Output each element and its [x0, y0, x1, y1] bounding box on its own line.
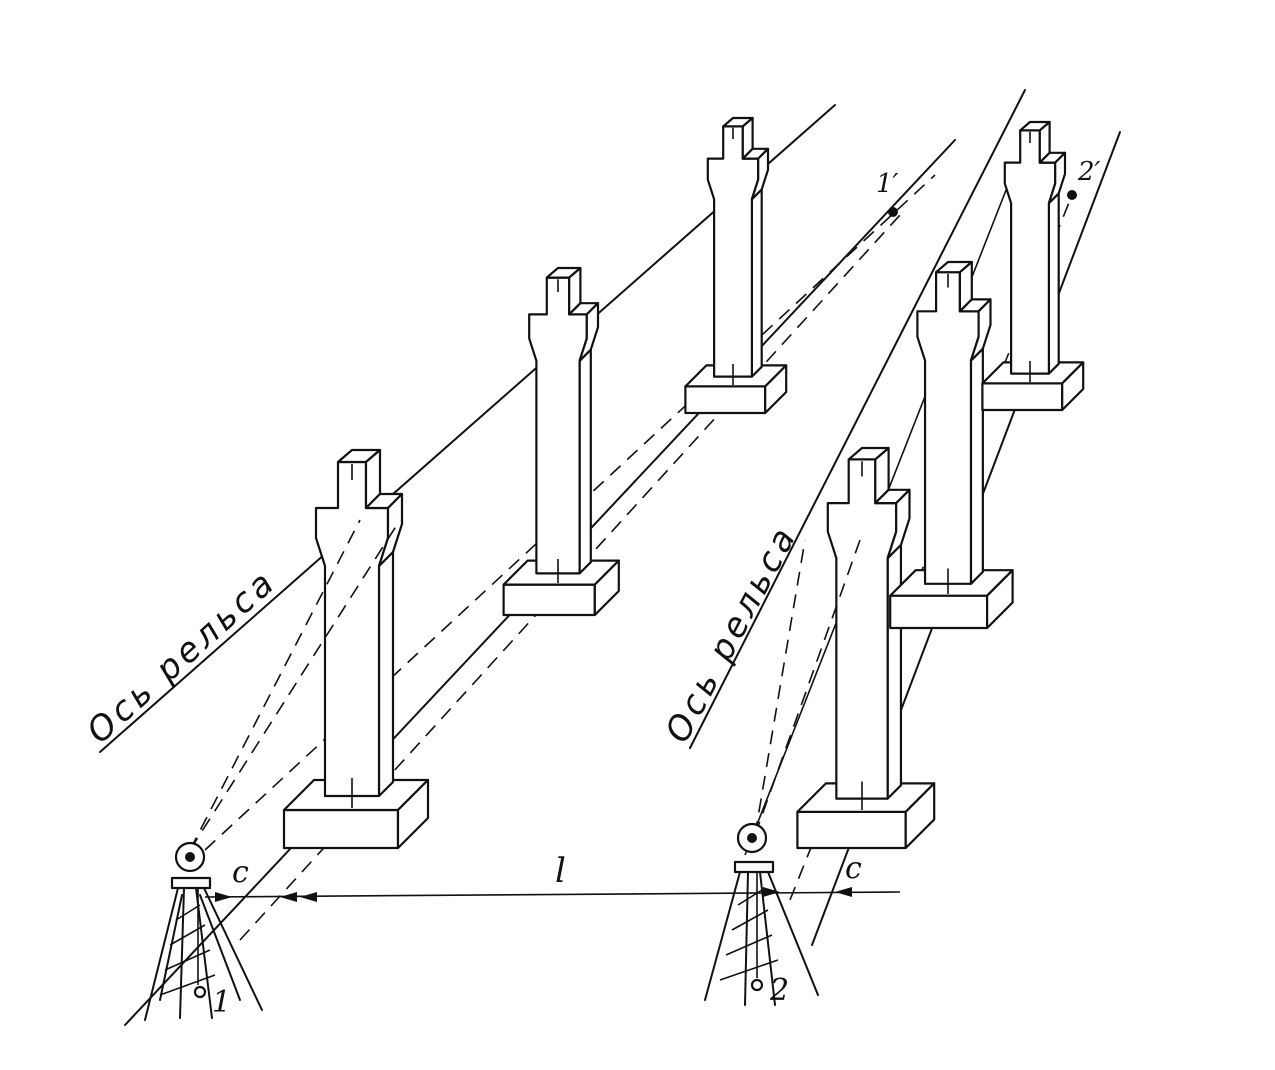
column-3-footing-side [764, 364, 788, 415]
column-6-arm-side [1047, 151, 1067, 205]
tripod-1-hatching [159, 904, 216, 996]
point-1-marker [193, 985, 207, 999]
instrument-2 [704, 822, 819, 1006]
tripod-2-hatching [719, 889, 779, 981]
column-5-shaft-side [969, 347, 984, 585]
column-2-shaft-side [578, 348, 592, 575]
column-4-arm-side [886, 488, 911, 560]
right-rail-axis-line [689, 89, 1026, 749]
instrument-1 [144, 841, 263, 1021]
column-3-footing-front [684, 385, 767, 415]
dimension-l-line [204, 891, 901, 898]
point-1p-label: 1′ [876, 169, 899, 199]
column-5-arm-side [969, 298, 992, 362]
rail-axis-right-label: Ось рельса [658, 518, 806, 749]
column-6-footing-side [1061, 361, 1085, 412]
column-3-shaft-side [750, 188, 763, 378]
tripod-2-legs [704, 871, 819, 1006]
column-3-body [706, 125, 760, 378]
column-6-shaft-side [1047, 192, 1060, 375]
point-2p-dot [1067, 190, 1077, 200]
arrow-c-left-1 [215, 892, 232, 902]
instrument-rays [189, 519, 861, 851]
point-1p-dot [888, 207, 898, 217]
column-6-footing-front [981, 382, 1064, 412]
column-1-shaft-side [377, 550, 395, 798]
column-1-footing-side [396, 778, 430, 850]
column-1-body [314, 460, 390, 798]
left-rail-axis-line [99, 104, 836, 753]
column-1-footing-front [282, 808, 400, 850]
ray-1b [189, 519, 401, 851]
column-2-body [528, 276, 588, 575]
ray-2a [754, 539, 806, 836]
dimension-l-label: l [555, 851, 566, 891]
arrow-l-right [763, 887, 780, 897]
column-2-arm-side [578, 302, 600, 362]
ray-1a [189, 519, 361, 851]
column-6-body [1003, 129, 1057, 375]
tripod-1-legs [144, 887, 263, 1021]
point-2-label: 2 [769, 973, 789, 1008]
dimension-l [204, 887, 901, 902]
column-4-body [826, 458, 898, 800]
column-4-shaft-side [886, 543, 903, 800]
arrow-c-right [835, 887, 852, 897]
column-4-footing-front [796, 810, 907, 850]
column-2-footing-front [502, 583, 596, 617]
tripod-1-legs-inner [159, 894, 241, 1001]
column-5-footing-side [986, 569, 1014, 630]
point-2p-label: 2′ [1077, 157, 1101, 187]
column-4-footing-side [904, 782, 936, 850]
arrow-l-left [300, 892, 317, 902]
dimension-c-left-label: c [232, 855, 249, 890]
tripod-2-plate [733, 860, 775, 874]
point-1-label: 1 [212, 985, 231, 1020]
tripod-1-plate [170, 876, 212, 890]
ray-2b [754, 539, 861, 836]
column-2-footing-side [593, 559, 620, 617]
columns-group [282, 116, 1085, 850]
column-3-arm-side [750, 147, 770, 201]
column-5-body [916, 271, 980, 585]
dimension-c-right-label: c [845, 851, 862, 886]
column-5-footing-front [889, 594, 989, 630]
arrow-c-left-2 [280, 892, 297, 902]
rail-axis-left-label: Ось рельса [79, 561, 284, 751]
point-2-marker [750, 978, 764, 992]
